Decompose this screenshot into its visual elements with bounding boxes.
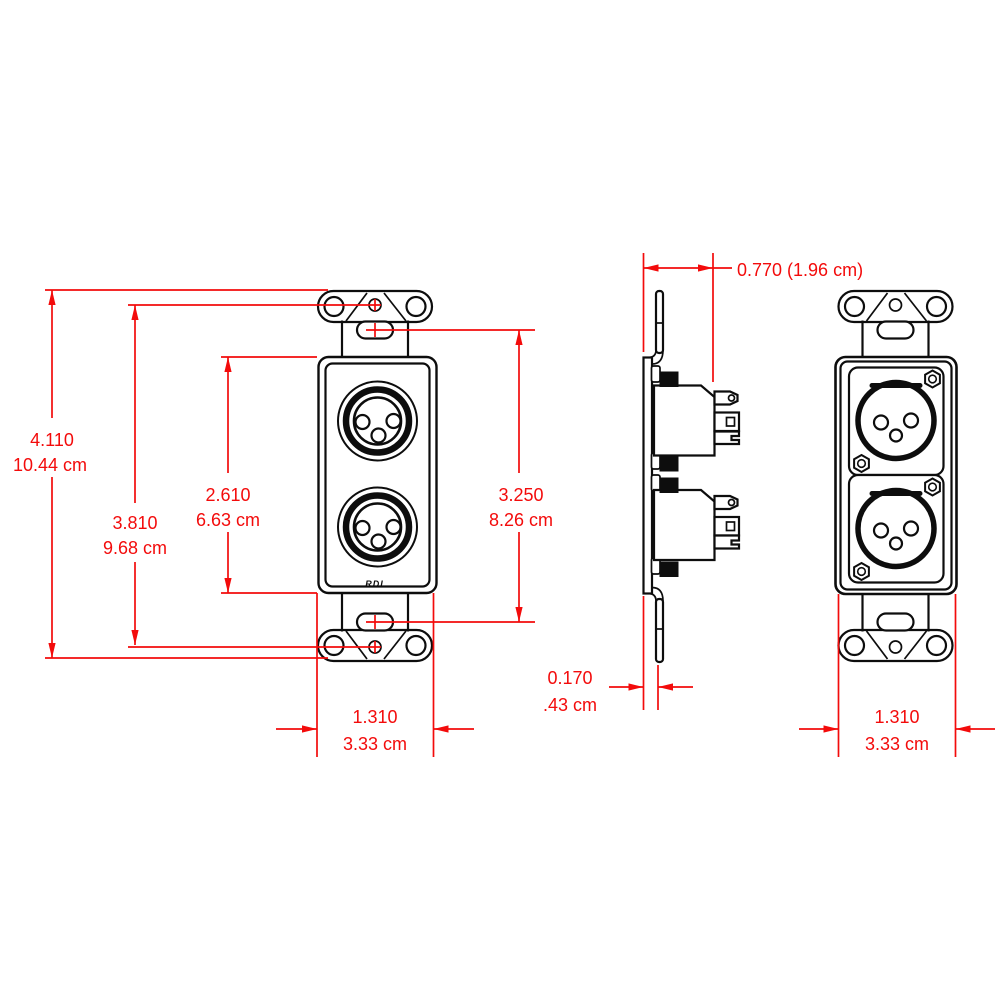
dim-label: 1.310 xyxy=(874,707,919,727)
dim-label: 8.26 cm xyxy=(489,510,553,530)
dim-rear-width: 1.310 3.33 cm xyxy=(799,594,995,757)
side-view xyxy=(642,289,741,664)
dim-depth: 0.770 (1.96 cm) xyxy=(642,253,863,382)
dim-label: 2.610 xyxy=(205,485,250,505)
plate-inner-wall xyxy=(839,360,953,591)
dim-label: 0.170 xyxy=(547,668,592,688)
hex-nut xyxy=(924,369,941,389)
dim-label: 3.33 cm xyxy=(865,734,929,754)
dimension-annotations: 4.110 10.44 cm 3.810 9.68 cm 2.610 6.63 … xyxy=(13,253,995,757)
flange-screw-tab xyxy=(659,477,679,493)
hex-nut xyxy=(853,562,870,581)
dim-label: 10.44 cm xyxy=(13,455,87,475)
connector-body-top xyxy=(652,384,716,457)
clamp-lip-top xyxy=(654,289,665,355)
terminal-slot xyxy=(725,416,736,427)
clamp-lip-bottom xyxy=(654,597,665,664)
dim-plate-height: 2.610 6.63 cm xyxy=(196,357,260,593)
dim-label: 3.33 cm xyxy=(343,734,407,754)
dim-thickness: 0.170 .43 cm xyxy=(543,596,693,715)
dim-front-width: 1.310 3.33 cm xyxy=(276,593,474,757)
rear-view xyxy=(834,289,958,663)
dim-slot-spacing: 3.250 8.26 cm xyxy=(489,330,553,622)
hex-nut xyxy=(924,477,941,497)
flange-screw-tab xyxy=(659,371,679,387)
dim-label: 4.110 xyxy=(30,430,74,450)
dim-label: .43 cm xyxy=(543,695,597,715)
dim-overall-height: 4.110 10.44 cm xyxy=(13,290,87,658)
dim-label: 0.770 (1.96 cm) xyxy=(737,260,863,280)
hex-nut xyxy=(853,454,870,473)
dim-label: 3.250 xyxy=(498,485,543,505)
dim-label: 3.810 xyxy=(112,513,157,533)
mount-boss xyxy=(650,365,661,383)
dim-label: 6.63 cm xyxy=(196,510,260,530)
bend-top-outer xyxy=(651,349,664,365)
terminal-blade xyxy=(713,430,741,446)
dim-label: 9.68 cm xyxy=(103,538,167,558)
brand-marking: RDL xyxy=(365,579,387,589)
connector-body-bottom xyxy=(652,488,716,562)
plate-inner-edge xyxy=(324,362,431,588)
dim-screw-spacing: 3.810 9.68 cm xyxy=(103,305,167,645)
plate-profile xyxy=(642,356,654,595)
flange-screw-tab xyxy=(659,561,679,577)
terminal-hole xyxy=(727,498,736,507)
terminal-blade xyxy=(713,534,741,550)
terminal-slot xyxy=(725,521,736,532)
flange-screw-tab xyxy=(659,456,679,472)
dim-label: 1.310 xyxy=(352,707,397,727)
front-view: RDL xyxy=(316,289,438,663)
mount-boss xyxy=(650,474,661,492)
terminal-hole xyxy=(727,394,736,402)
